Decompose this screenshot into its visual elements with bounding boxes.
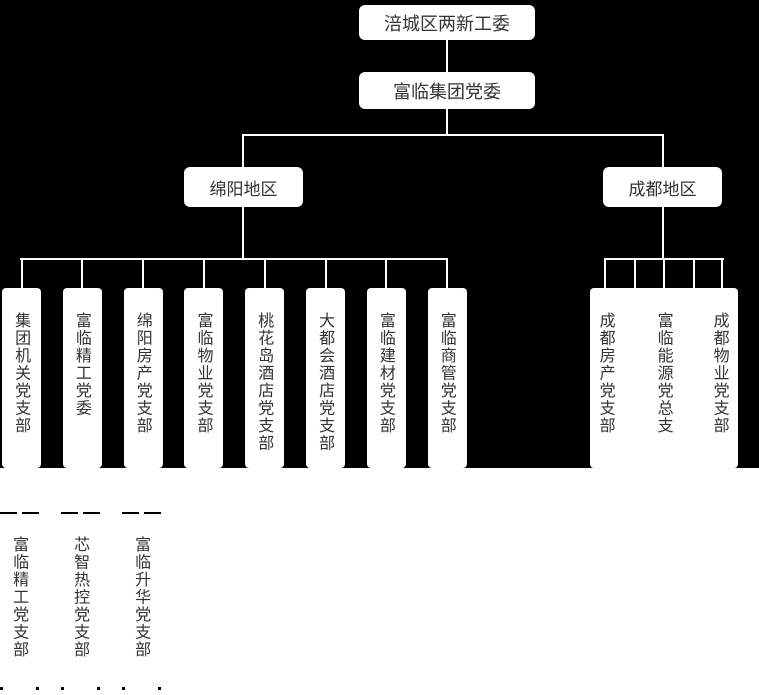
- connector-line: [662, 136, 664, 168]
- sub-branch-top-border: [0, 512, 39, 514]
- branch-node[interactable]: 富临商管党支部: [427, 288, 467, 468]
- connector-line: [81, 260, 84, 288]
- connector-line: [242, 207, 244, 259]
- connector-line: [604, 260, 606, 288]
- org-node-root-label: 涪城区两新工委: [384, 13, 510, 35]
- branch-node[interactable]: 富临物业党支部: [184, 288, 224, 468]
- connector-line: [242, 134, 664, 136]
- branch-node-label: 富临建材党支部: [376, 312, 396, 435]
- branch-node[interactable]: 绵阳房产党支部: [123, 288, 163, 468]
- branch-node-label: 大都会酒店党支部: [316, 312, 336, 452]
- connector-line: [20, 258, 448, 260]
- branch-node-label: 富临物业党支部: [194, 312, 214, 435]
- region-node-chengdu[interactable]: 成都地区: [603, 167, 722, 207]
- branch-node-label: 集团机关党支部: [12, 312, 32, 435]
- sub-branch-node-label: 富临精工党支部: [10, 536, 30, 659]
- region-node-mianyang-label: 绵阳地区: [209, 179, 278, 200]
- connector-line: [202, 260, 205, 288]
- connector-line: [446, 40, 448, 72]
- sub-branch-corner: [61, 687, 64, 690]
- sub-branch-top-border: [61, 512, 100, 514]
- sub-branch-node[interactable]: 富临精工党支部: [0, 512, 39, 690]
- sub-branch-corner: [97, 687, 100, 690]
- connector-line: [385, 260, 388, 288]
- connector-line: [446, 260, 449, 288]
- branch-node[interactable]: 集团机关党支部: [2, 288, 41, 468]
- sub-branch-node[interactable]: 芯智热控党支部: [61, 512, 100, 690]
- sub-branch-node[interactable]: 富临升华党支部: [122, 512, 161, 690]
- org-node-root[interactable]: 涪城区两新工委: [359, 5, 535, 40]
- branch-node-label: 桃花岛酒店党支部: [255, 312, 275, 452]
- connector-line: [20, 260, 23, 288]
- connector-line: [692, 260, 695, 288]
- sub-branch-node-label: 富临升华党支部: [132, 536, 152, 659]
- sub-branch-corner: [122, 687, 125, 690]
- connector-line: [604, 258, 724, 260]
- org-node-group-committee-label: 富临集团党委: [393, 81, 501, 103]
- branch-node[interactable]: 大都会酒店党支部: [306, 288, 345, 468]
- branch-node-label: 绵阳房产党支部: [133, 312, 153, 435]
- connector-line: [263, 260, 266, 288]
- connector-line: [142, 260, 145, 288]
- branch-node-label: 富临商管党支部: [437, 312, 457, 435]
- connector-line: [633, 260, 636, 288]
- connector-line: [663, 260, 665, 288]
- branch-node[interactable]: 桃花岛酒店党支部: [245, 288, 285, 468]
- connector-line: [446, 109, 448, 136]
- connector-line: [721, 260, 723, 288]
- branch-node[interactable]: 富临建材党支部: [366, 288, 406, 468]
- region-node-chengdu-label: 成都地区: [628, 179, 697, 200]
- org-node-group-committee[interactable]: 富临集团党委: [359, 72, 535, 109]
- branch-node[interactable]: 富临精工党委: [62, 288, 102, 468]
- sub-branch-corner: [0, 687, 3, 690]
- sub-branch-node-label: 芯智热控党支部: [71, 536, 91, 659]
- region-node-mianyang[interactable]: 绵阳地区: [184, 167, 303, 207]
- sub-branch-corner: [158, 687, 161, 690]
- connector-line: [324, 260, 327, 288]
- branch-node-label: 成都物业党支部: [710, 312, 730, 435]
- branch-node-label: 成都房产党支部: [596, 312, 616, 435]
- sub-branch-top-border: [122, 512, 161, 514]
- connector-line: [242, 136, 244, 168]
- branch-node-label: 富临精工党委: [72, 312, 92, 417]
- sub-branch-corner: [36, 687, 39, 690]
- connector-line: [662, 207, 664, 259]
- chengdu-branches-panel[interactable]: 成都房产党支部 富临能源党总支 成都物业党支部: [590, 288, 738, 468]
- branch-node-label: 富临能源党总支: [654, 312, 674, 435]
